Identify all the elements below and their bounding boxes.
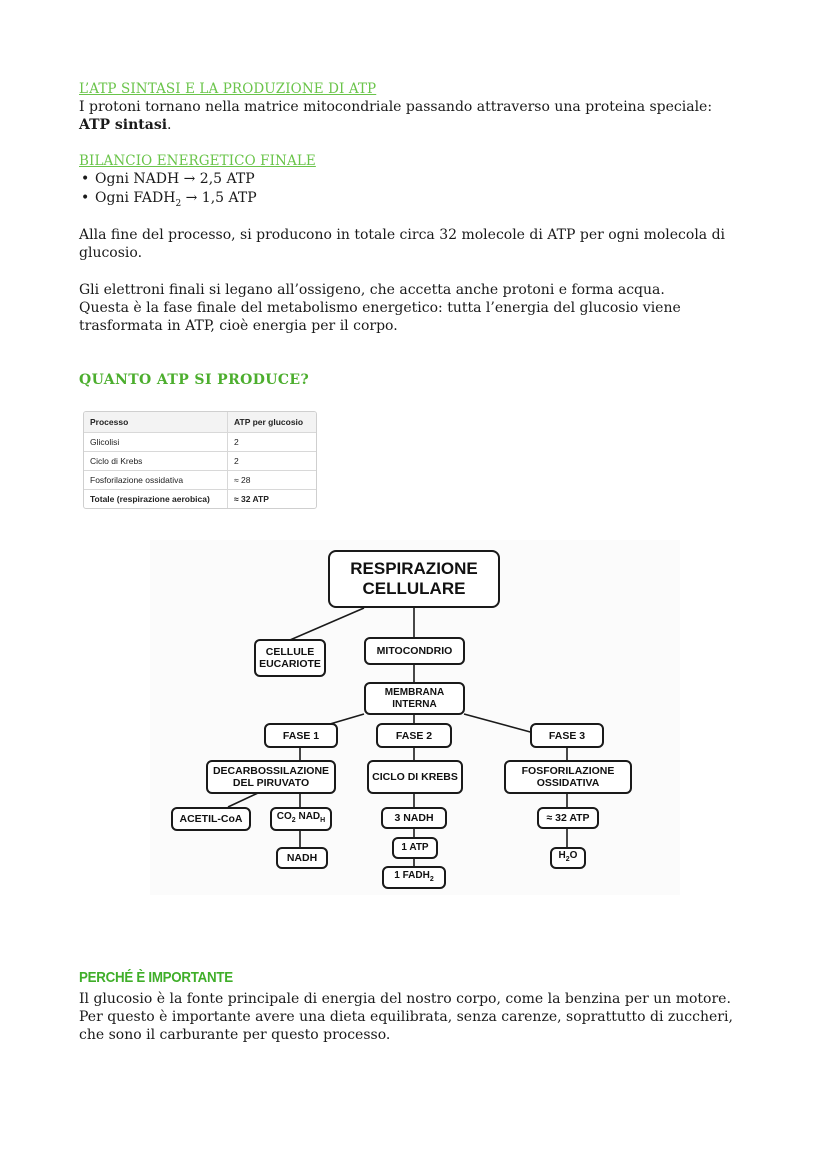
table-row: Ciclo di Krebs 2 [84,451,316,470]
node-label: CELLULE [265,646,315,658]
subscript: 2 [429,875,434,883]
node-1-atp: 1 ATP [392,837,438,859]
subscript: H [320,817,326,824]
table-row: Fosforilazione ossidativa ≈ 28 [84,470,316,489]
atp-table: Processo ATP per glucosio Glicolisi 2 Ci… [83,411,317,509]
link-membrana-fase1 [329,713,365,725]
table-cell: Glicolisi [84,433,228,451]
heading-perche-importante: PERCHÉ È IMPORTANTE [79,970,233,986]
node-label: INTERNA [392,698,437,710]
table-row-total: Totale (respirazione aerobica) ≈ 32 ATP [84,489,316,508]
bold-term: ATP sintasi [79,117,168,133]
node-3-nadh: 3 NADH [381,807,447,829]
paragraph-ossigeno: Gli elettroni finali si legano all’ossig… [79,281,799,335]
table-header-row: Processo ATP per glucosio [84,412,316,432]
table-cell: ≈ 28 [234,475,251,485]
link-decarb-acetil [227,792,259,808]
node-1-fadh2: 1 FADH2 [382,866,446,889]
node-fase-1: FASE 1 [264,723,338,748]
table-cell: 2 [234,456,239,466]
paragraph-line: trasformata in ATP, cioè energia per il … [79,318,398,334]
table-cell: ≈ 32 ATP [234,494,269,504]
node-label: OSSIDATIVA [536,777,600,789]
subscript: 2 [565,856,570,863]
table-cell: Totale (respirazione aerobica) [84,490,228,508]
subscript: 2 [175,198,182,209]
node-acetil-coa: ACETIL-CoA [171,807,251,831]
paragraph-line: glucosio. [79,245,143,261]
paragraph-atp-sintasi: I protoni tornano nella matrice mitocond… [79,98,779,134]
node-label: RESPIRAZIONE [350,559,478,578]
heading-atp-sintasi: L’ATP SINTASI E LA PRODUZIONE DI ATP [79,81,377,97]
node-label: CO [276,811,292,822]
paragraph-totale: Alla fine del processo, si producono in … [79,226,799,262]
table-cell: Ciclo di Krebs [84,452,228,470]
node-label: DEL PIRUVATO [232,777,310,789]
heading-quanto-atp: QUANTO ATP SI PRODUCE? [79,372,310,388]
node-32-atp: ≈ 32 ATP [537,807,599,829]
node-label: EUCARIOTE [259,658,321,670]
node-ciclo-di-krebs: CICLO DI KREBS [367,760,463,794]
table-cell: 2 [234,437,239,447]
paragraph-line: Alla fine del processo, si producono in … [79,227,726,243]
subscript: 2 [291,817,296,824]
paragraph-line: che sono il carburante per questo proces… [79,1027,391,1043]
node-label: NAD [295,811,321,822]
link-membrana-fase3 [463,713,535,734]
node-fase-3: FASE 3 [530,723,604,748]
table-header-cell: Processo [84,412,228,432]
bullet-list: Ogni NADH → 2,5 ATP Ogni FADH2 → 1,5 ATP [79,170,257,209]
bullet-item-nadh: Ogni NADH → 2,5 ATP [79,170,257,189]
paragraph-line: Questa è la fase finale del metabolismo … [79,300,681,316]
node-h2o: H2O [550,847,586,869]
heading-bilancio: BILANCIO ENERGETICO FINALE [79,153,316,169]
node-label: FOSFORILAZIONE [521,765,615,777]
link-root-cellule [289,607,365,641]
node-label: DECARBOSSILAZIONE [212,765,330,777]
node-mitocondrio: MITOCONDRIO [364,637,465,665]
paragraph-period: . [167,117,172,133]
paragraph-importante: Il glucosio è la fonte principale di ene… [79,990,799,1044]
node-co2-nadh: CO2 NADH [270,807,332,831]
node-label: H [558,850,566,861]
paragraph-line: Gli elettroni finali si legano all’ossig… [79,282,665,298]
node-label: CELLULARE [362,579,466,598]
table-cell: Fosforilazione ossidativa [84,471,228,489]
node-label: MEMBRANA [384,686,445,698]
node-fase-2: FASE 2 [376,723,452,748]
paragraph-line: Il glucosio è la fonte principale di ene… [79,991,731,1007]
node-label: 1 FADH [394,869,430,881]
node-nadh: NADH [276,847,328,869]
table-row: Glicolisi 2 [84,432,316,451]
paragraph-text: I protoni tornano nella matrice mitocond… [79,99,713,115]
paragraph-line: Per questo è importante avere una dieta … [79,1009,733,1025]
bullet-item-fadh2: Ogni FADH2 → 1,5 ATP [79,189,257,209]
table-header-cell: ATP per glucosio [234,417,304,427]
bullet-text: → 1,5 ATP [181,190,257,206]
node-label: O [569,850,578,861]
bullet-text: Ogni FADH [95,190,176,206]
